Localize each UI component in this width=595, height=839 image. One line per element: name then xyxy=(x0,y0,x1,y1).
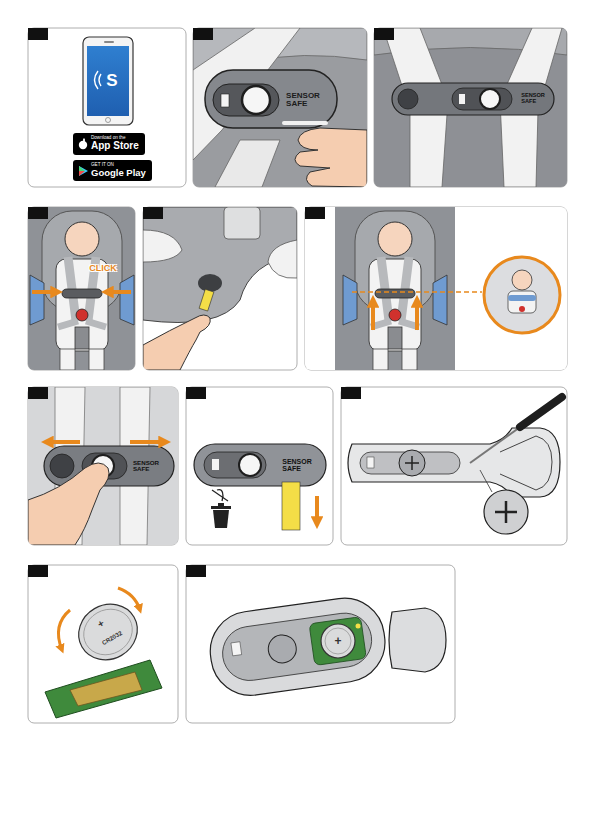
badge-store-name: Google Play xyxy=(91,168,148,178)
open-clip-battery xyxy=(205,593,446,701)
sensor-clip-closeup xyxy=(193,28,367,187)
click-callout: CLICK xyxy=(89,264,117,273)
battery-polarity: + xyxy=(96,618,106,630)
brand-mark: SENSOR SAFE xyxy=(133,460,159,472)
badge-store-name: App Store xyxy=(91,141,141,152)
baby-check-position xyxy=(305,207,567,370)
sensor-clip-on-harness xyxy=(374,28,567,187)
pull-tab xyxy=(143,207,297,370)
battery-polarity: + xyxy=(334,635,341,647)
step-number-tabs xyxy=(28,28,394,577)
remove-strip xyxy=(194,444,326,530)
battery-insert xyxy=(45,588,162,718)
panel-frames xyxy=(28,28,567,723)
battery-type: CR2032 xyxy=(101,630,123,646)
store-badge: GET IT ONGoogle Play xyxy=(73,160,152,181)
open-battery-cover xyxy=(348,397,562,534)
store-badge: Download on theApp Store xyxy=(73,133,145,155)
brand-mark: SENSOR SAFE xyxy=(282,458,312,472)
apple-logo xyxy=(77,138,89,150)
brand-mark: SENSOR SAFE xyxy=(521,93,545,104)
phone-app xyxy=(83,37,133,125)
app-logo-letter: S xyxy=(106,72,117,89)
baby-buckle-click xyxy=(28,207,135,370)
brand-mark: SENSOR SAFE xyxy=(286,92,320,108)
release-clip xyxy=(28,387,178,545)
play-logo xyxy=(77,165,89,177)
